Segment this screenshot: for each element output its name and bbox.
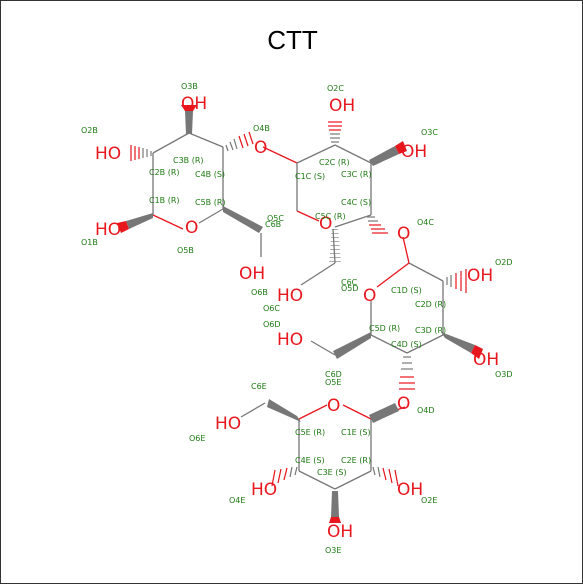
label-o5b: O5B — [177, 246, 194, 255]
label-c2b: C2B (R) — [149, 168, 180, 177]
label-o1b: O1B — [81, 238, 98, 247]
atom-o6c: HO — [277, 286, 303, 306]
label-c1b: C1B (R) — [149, 196, 180, 205]
molecule-title: CTT — [267, 25, 318, 55]
atom-o6d: HO — [277, 330, 303, 350]
label-c2c: C2C (R) — [319, 158, 350, 167]
label-o6e: O6E — [189, 434, 205, 443]
label-c1c: C1C (S) — [295, 172, 325, 181]
atom-o5e: O — [327, 396, 340, 416]
label-c5e: C5E (R) — [295, 428, 325, 437]
atom-o3c: OH — [401, 142, 427, 162]
label-c6d: C6D — [325, 370, 342, 379]
label-c6c: C6C — [341, 278, 358, 287]
label-o6c: O6C — [263, 304, 280, 313]
atom-symbols: OH HO HO O OH O OH OH O HO O OH OH O HO … — [95, 94, 499, 542]
label-o5c: O5C — [267, 214, 284, 223]
label-c1e: C1E (S) — [341, 428, 371, 437]
atom-o2e: OH — [397, 480, 423, 500]
atom-o1b: HO — [95, 220, 121, 240]
ring-c-bonds — [262, 121, 407, 286]
atom-o5c: O — [319, 214, 332, 234]
label-o3e: O3E — [325, 546, 341, 555]
atom-o5b: O — [185, 218, 198, 238]
label-o5e: O5E — [325, 378, 341, 387]
atom-o2c: OH — [329, 96, 355, 116]
label-c5b: C5B (R) — [195, 198, 226, 207]
label-o4c: O4C — [417, 218, 434, 227]
ring-e-bonds — [240, 399, 406, 523]
label-c3d: C3D (R) — [415, 326, 446, 335]
label-o2c: O2C — [327, 84, 344, 93]
label-c2d: C2D (R) — [415, 300, 446, 309]
label-c5d: C5D (R) — [369, 324, 400, 333]
atom-o3e: OH — [327, 522, 353, 542]
label-c5c: C5C (R) — [315, 212, 346, 221]
label-c3e: C3E (S) — [317, 468, 347, 477]
atom-o4e: HO — [251, 480, 277, 500]
atom-o3d: OH — [473, 350, 499, 370]
label-c2e: C2E (R) — [341, 456, 371, 465]
atom-labels: O3B O2B O1B O4B O5B O6B C3B (R) C2B (R) … — [81, 82, 513, 555]
label-o5d: O5D — [341, 284, 359, 293]
atom-o5d: O — [363, 286, 376, 306]
label-o3d: O3D — [495, 370, 513, 379]
atom-o3b: OH — [181, 94, 207, 114]
label-c4b: C4B (S) — [195, 170, 225, 179]
label-c6e: C6E — [251, 382, 267, 391]
atom-o4c: O — [397, 224, 410, 244]
atom-o4b: O — [254, 138, 267, 158]
label-o3c: O3C — [421, 128, 438, 137]
atom-o2d: OH — [467, 266, 493, 286]
label-o4b: O4B — [253, 124, 270, 133]
label-c6b: C6B — [265, 220, 281, 229]
label-c4d: C4D (S) — [391, 340, 422, 349]
label-c3c: C3C (R) — [341, 170, 372, 179]
ring-b-bonds — [117, 105, 263, 257]
label-o2b: O2B — [81, 126, 98, 135]
atom-o6e: HO — [215, 414, 241, 434]
label-c1d: C1D (S) — [391, 286, 422, 295]
label-o6b: O6B — [251, 288, 268, 297]
label-c4e: C4E (S) — [295, 456, 325, 465]
atom-o4d: O — [397, 394, 410, 414]
label-c3b: C3B (R) — [173, 156, 204, 165]
label-o4d: O4D — [417, 406, 435, 415]
atom-o2b: HO — [95, 144, 121, 164]
label-o6d: O6D — [263, 320, 281, 329]
atom-o6b: OH — [239, 264, 265, 284]
label-o2e: O2E — [421, 496, 437, 505]
label-o4e: O4E — [229, 496, 245, 505]
ring-d-bonds — [310, 236, 483, 390]
label-c4c: C4C (S) — [341, 198, 371, 207]
label-o2d: O2D — [495, 258, 513, 267]
label-o3b: O3B — [181, 82, 198, 91]
